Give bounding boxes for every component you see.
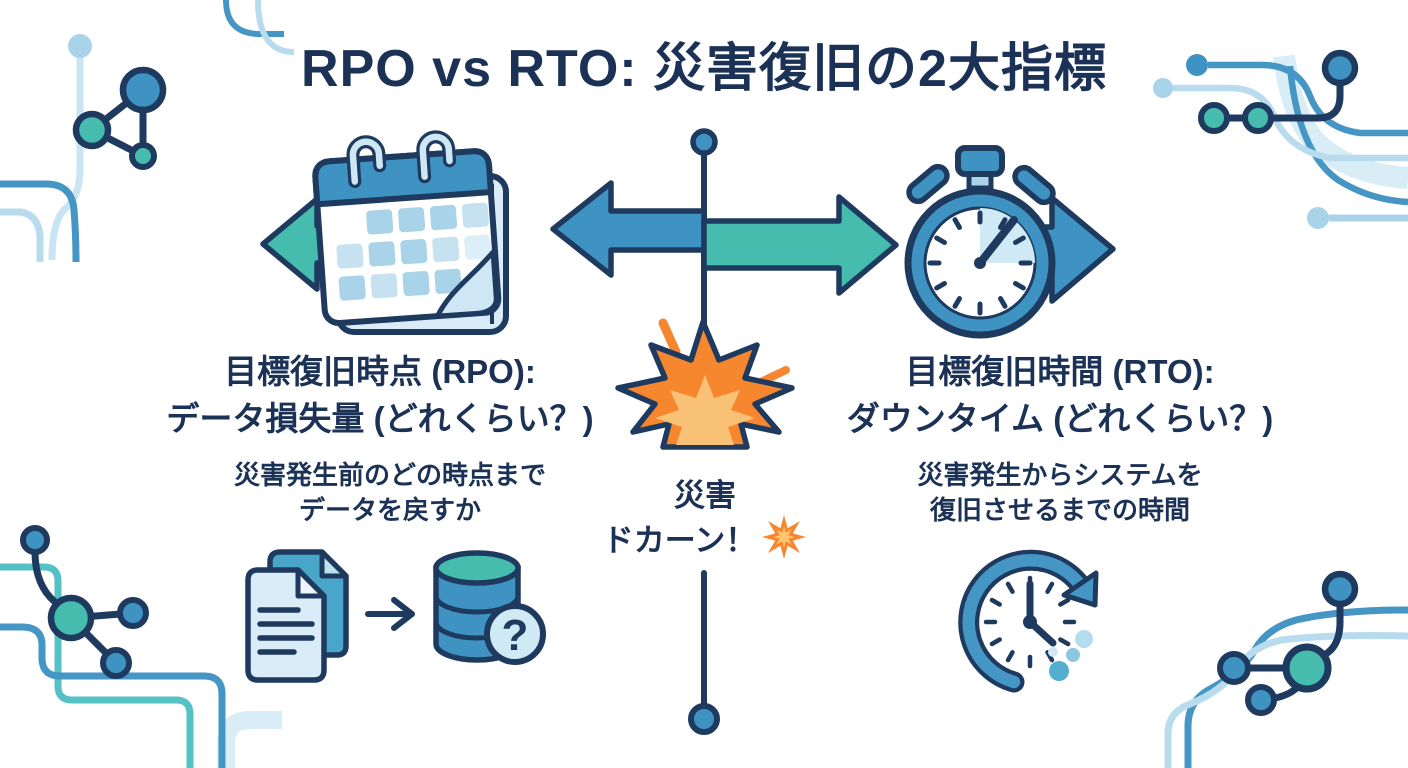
page-title: RPO vs RTO: 災害復旧の2大指標 (301, 40, 1107, 98)
stopwatch-ticks (927, 210, 1033, 316)
rto-heading: 目標復旧時間 (RTO): ダウンタイム (どれくらい？) (790, 349, 1330, 443)
stopwatch-hand (976, 216, 1018, 267)
calendar-icon (312, 130, 509, 335)
collision-emoji-icon (762, 515, 807, 559)
clock-ticks (983, 575, 1077, 669)
rpo-description-line2: データを戻すか (298, 494, 481, 525)
arrow-right-icon (365, 597, 415, 631)
rpo-description: 災害発生前のどの時点まで データを戻すか (150, 458, 630, 528)
document-text-lines (257, 607, 315, 655)
disaster-boom-label: ドカーン！ (580, 514, 830, 560)
network-nodes-icon (1217, 570, 1359, 716)
disaster-boom-text: ドカーン！ (602, 522, 757, 558)
rto-description-line1: 災害発生からシステムを (917, 460, 1203, 490)
explosion-icon (615, 318, 795, 450)
database-icon: ? (433, 550, 546, 665)
rpo-heading-line2: データ損失量 (どれくらい？) (166, 399, 594, 437)
decoration-top-right (1153, 49, 1408, 229)
rpo-heading: 目標復旧時点 (RPO): データ損失量 (どれくらい？) (110, 349, 650, 443)
rpo-description-line1: 災害発生前のどの時点まで (233, 460, 546, 490)
network-nodes-icon (72, 66, 167, 170)
question-mark: ? (502, 611, 529, 660)
question-badge: ? (484, 603, 546, 665)
rto-right-arrow (701, 194, 899, 296)
fading-dots (1048, 630, 1093, 681)
decoration-bottom-left (0, 525, 282, 768)
network-nodes-icon (1198, 49, 1359, 134)
decoration-top-left (0, 0, 295, 263)
circular-arrowhead (1061, 570, 1099, 608)
network-nodes-icon (20, 525, 149, 679)
rto-heading-line1: 目標復旧時間 (RTO): (905, 353, 1215, 390)
documents-to-database-icon: ? (245, 549, 546, 683)
calendar-folded-corner (434, 249, 499, 319)
documents-icon (245, 549, 349, 683)
decoration-bottom-right (1164, 570, 1408, 768)
rto-heading-line2: ダウンタイム (どれくらい？) (846, 399, 1274, 437)
disaster-label: 災害 (674, 478, 736, 513)
rto-description: 災害発生からシステムを 復旧させるまでの時間 (820, 458, 1300, 528)
timeline-top-dot (690, 128, 718, 156)
timeline-bottom-dot (688, 703, 720, 735)
rpo-heading-line1: 目標復旧時点 (RPO): (224, 353, 536, 390)
stopwatch-icon (904, 145, 1056, 339)
calendar-rings (346, 130, 457, 189)
rto-description-line2: 復旧させるまでの時間 (929, 494, 1190, 525)
rpo-left-arrow (550, 180, 707, 278)
timeline (688, 128, 720, 735)
clock-history-icon (958, 549, 1099, 693)
